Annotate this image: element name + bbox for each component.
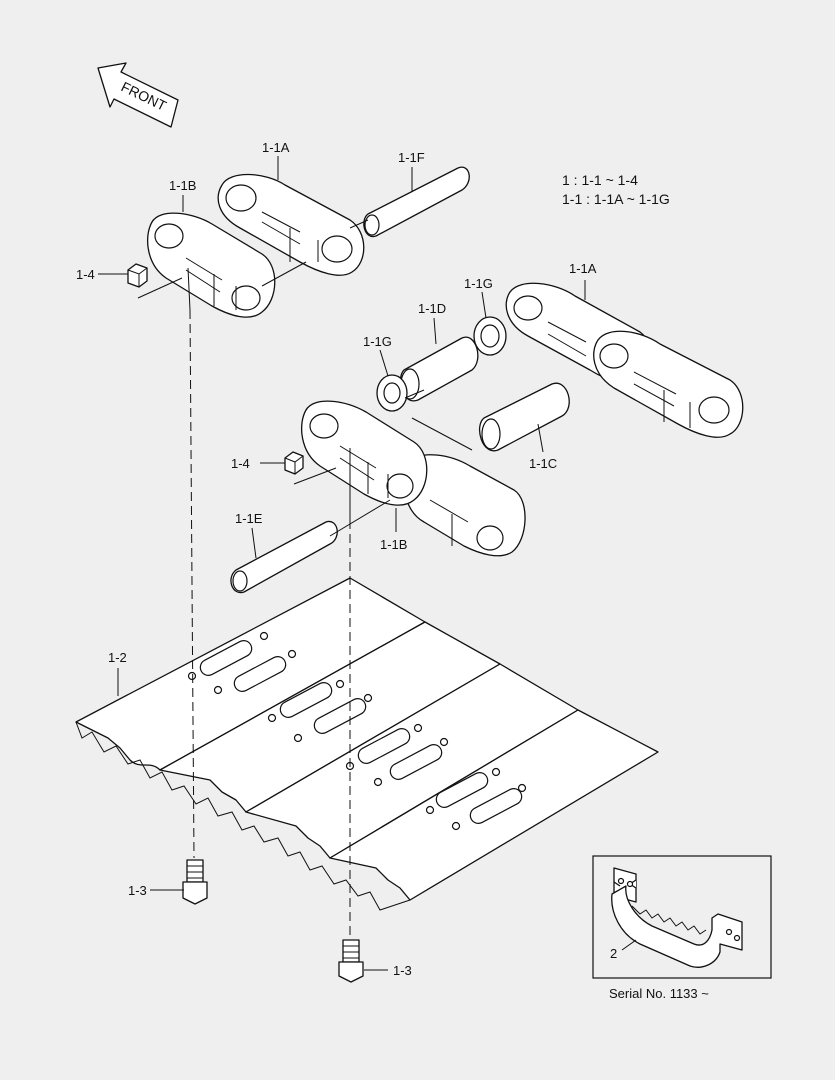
lower-link-1-1b-back bbox=[403, 454, 526, 557]
front-arrow: FRONT bbox=[97, 62, 179, 128]
callout-1-1b-lower: 1-1B bbox=[380, 537, 407, 552]
lower-link-1-1b-front bbox=[300, 400, 428, 506]
callout-labels: 1-1A 1-1B 1-1F 1-1A 1-1G 1-1D 1-1G 1-4 1… bbox=[76, 140, 597, 978]
callout-1-1a-upper: 1-1A bbox=[262, 140, 290, 155]
callout-1-1g-right: 1-1G bbox=[464, 276, 493, 291]
grab-handle-part bbox=[611, 867, 743, 968]
callout-1-3-left: 1-3 bbox=[128, 883, 147, 898]
callout-1-4-upper: 1-4 bbox=[76, 267, 95, 282]
seal-right-1-1g bbox=[473, 316, 507, 356]
bolt-bottom-1-3 bbox=[338, 939, 364, 983]
lower-pin-1-1e bbox=[230, 520, 338, 594]
callout-1-3-bottom: 1-3 bbox=[393, 963, 412, 978]
callout-1-4-lower: 1-4 bbox=[231, 456, 250, 471]
callout-1-2: 1-2 bbox=[108, 650, 127, 665]
track-shoe-plate-1-2 bbox=[75, 577, 659, 911]
legend-line-1: 1 : 1-1 ~ 1-4 bbox=[562, 172, 638, 188]
callout-1-1d: 1-1D bbox=[418, 301, 446, 316]
legend-line-2: 1-1 : 1-1A ~ 1-1G bbox=[562, 191, 670, 207]
inset-box: 2 Serial No. 1133 ~ bbox=[592, 855, 772, 1001]
callout-1-1g-left: 1-1G bbox=[363, 334, 392, 349]
callout-1-1c: 1-1C bbox=[529, 456, 557, 471]
callout-1-1f: 1-1F bbox=[398, 150, 425, 165]
inset-serial-caption: Serial No. 1133 ~ bbox=[609, 986, 709, 1001]
upper-link-1-1a bbox=[217, 173, 365, 276]
legend: 1 : 1-1 ~ 1-4 1-1 : 1-1A ~ 1-1G bbox=[562, 172, 670, 207]
callout-1-1b-upper: 1-1B bbox=[169, 178, 196, 193]
upper-bushing-1-1d bbox=[399, 336, 479, 402]
callout-leaders bbox=[98, 156, 586, 971]
bolt-left-1-3 bbox=[182, 859, 208, 905]
seal-left-1-1g bbox=[376, 374, 408, 412]
callout-1-1e: 1-1E bbox=[235, 511, 263, 526]
lower-nut-1-4 bbox=[284, 451, 304, 475]
alignment-lines bbox=[137, 219, 473, 938]
inset-part-2-label: 2 bbox=[610, 946, 617, 961]
callout-1-1a-right: 1-1A bbox=[569, 261, 597, 276]
upper-nut-1-4 bbox=[127, 263, 148, 288]
lower-bushing-1-1c bbox=[479, 382, 570, 452]
upper-link-1-1b bbox=[146, 212, 276, 318]
right-link-1-1a-front bbox=[593, 330, 744, 438]
upper-pin-1-1f bbox=[363, 166, 470, 238]
